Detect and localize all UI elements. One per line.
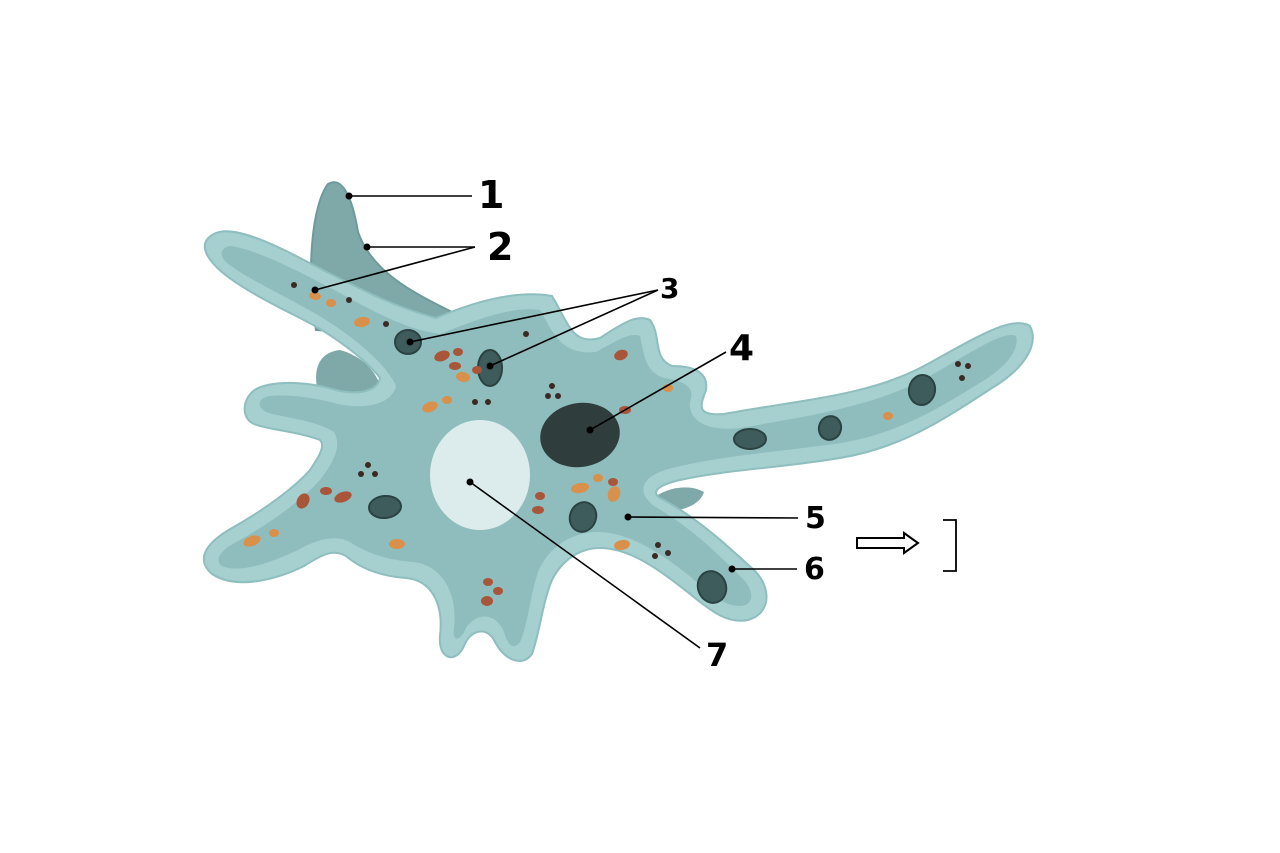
leader-3a (409, 289, 659, 343)
leader-7 (469, 481, 701, 649)
leader-5 (627, 516, 799, 519)
granule (555, 393, 561, 399)
nucleus (540, 402, 620, 468)
label-4: 4 (729, 328, 754, 369)
arrow-icon (856, 531, 920, 555)
granule (291, 282, 297, 288)
granule (320, 487, 332, 495)
leader-3b (489, 289, 659, 367)
granule (532, 506, 544, 514)
granule (481, 596, 493, 606)
pointer-dot-3a (406, 338, 414, 346)
granule (655, 542, 661, 548)
granule (434, 350, 450, 362)
granule (493, 587, 503, 595)
pointer-dot-5 (624, 513, 632, 521)
granule (472, 366, 482, 374)
granule (614, 539, 630, 551)
back-lobe (316, 350, 382, 392)
granule (545, 393, 551, 399)
granule (472, 399, 478, 405)
leader-lines (311, 192, 799, 649)
pointer-dot-3b (486, 362, 494, 370)
granule (456, 371, 470, 383)
food-vacuole (368, 494, 402, 520)
granule (453, 348, 463, 356)
pointer-dot-7 (466, 478, 474, 486)
granule (523, 331, 529, 337)
granule (485, 399, 491, 405)
food-vacuole (568, 501, 598, 533)
granule (483, 578, 493, 586)
label-6: 6 (804, 552, 825, 587)
granule (389, 539, 405, 549)
granule (883, 412, 893, 420)
granule (442, 396, 452, 404)
granule (652, 553, 658, 559)
granule (326, 299, 336, 307)
granule (354, 316, 370, 328)
granule (614, 349, 628, 361)
cell-body-endoplasm (218, 246, 1017, 647)
granule (608, 478, 618, 486)
label-5: 5 (805, 501, 826, 536)
pointer-dot-4 (586, 426, 594, 434)
leader-4 (589, 351, 727, 431)
pointer-dot-2a (363, 243, 371, 251)
pointer-dot-1 (345, 192, 353, 200)
granule (269, 529, 279, 537)
granule (334, 491, 352, 503)
granule (372, 471, 378, 477)
pointer-dot-2b (311, 286, 319, 294)
pointer-dot-6 (728, 565, 736, 573)
label-7: 7 (706, 636, 728, 674)
granule (358, 471, 364, 477)
granule (422, 401, 438, 413)
granule (309, 291, 321, 301)
granule (965, 363, 971, 369)
granules (243, 282, 971, 606)
label-3: 3 (660, 272, 679, 305)
granule (593, 474, 603, 482)
leader-2b (314, 246, 476, 291)
food-vacuole (733, 428, 767, 450)
label-2: 2 (487, 225, 513, 269)
granule (365, 462, 371, 468)
granule (296, 493, 310, 509)
contractile-vacuole (430, 420, 530, 530)
bracket (943, 519, 957, 572)
granule (549, 383, 555, 389)
granule (383, 321, 389, 327)
food-vacuole (817, 415, 843, 441)
granule (535, 492, 545, 500)
granule (955, 361, 961, 367)
granule (449, 362, 461, 370)
granule (607, 486, 621, 502)
label-1: 1 (478, 173, 504, 217)
granule (959, 375, 965, 381)
food-vacuole (696, 570, 728, 604)
granule (571, 482, 589, 494)
granule (243, 535, 261, 547)
granule (346, 297, 352, 303)
food-vacuole (907, 374, 937, 406)
granule (665, 550, 671, 556)
